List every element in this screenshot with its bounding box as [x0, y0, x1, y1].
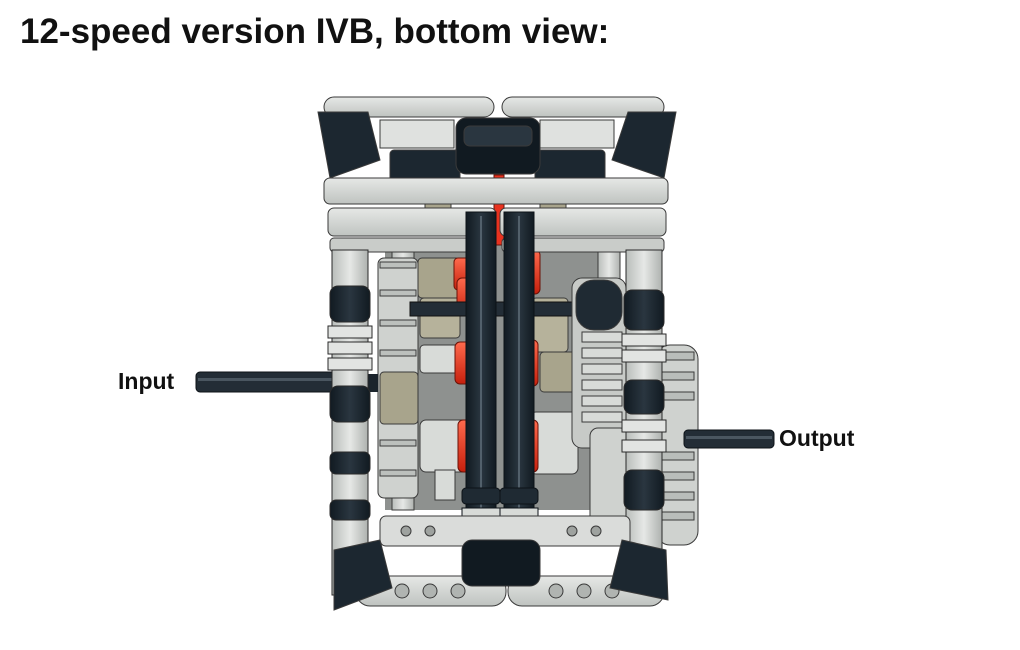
top-frame: [317, 96, 677, 187]
bottom-frame: [333, 515, 669, 611]
front-right-post: [621, 249, 667, 596]
gear-stack-right: [571, 277, 629, 539]
front-left-post: [327, 249, 373, 596]
input-label: Input: [118, 368, 175, 394]
page-title: 12-speed version IVB, bottom view:: [20, 12, 610, 51]
output-label: Output: [779, 425, 855, 451]
input-axle: [195, 371, 378, 393]
output-axle: [683, 429, 775, 449]
upper-beams: [323, 177, 669, 253]
